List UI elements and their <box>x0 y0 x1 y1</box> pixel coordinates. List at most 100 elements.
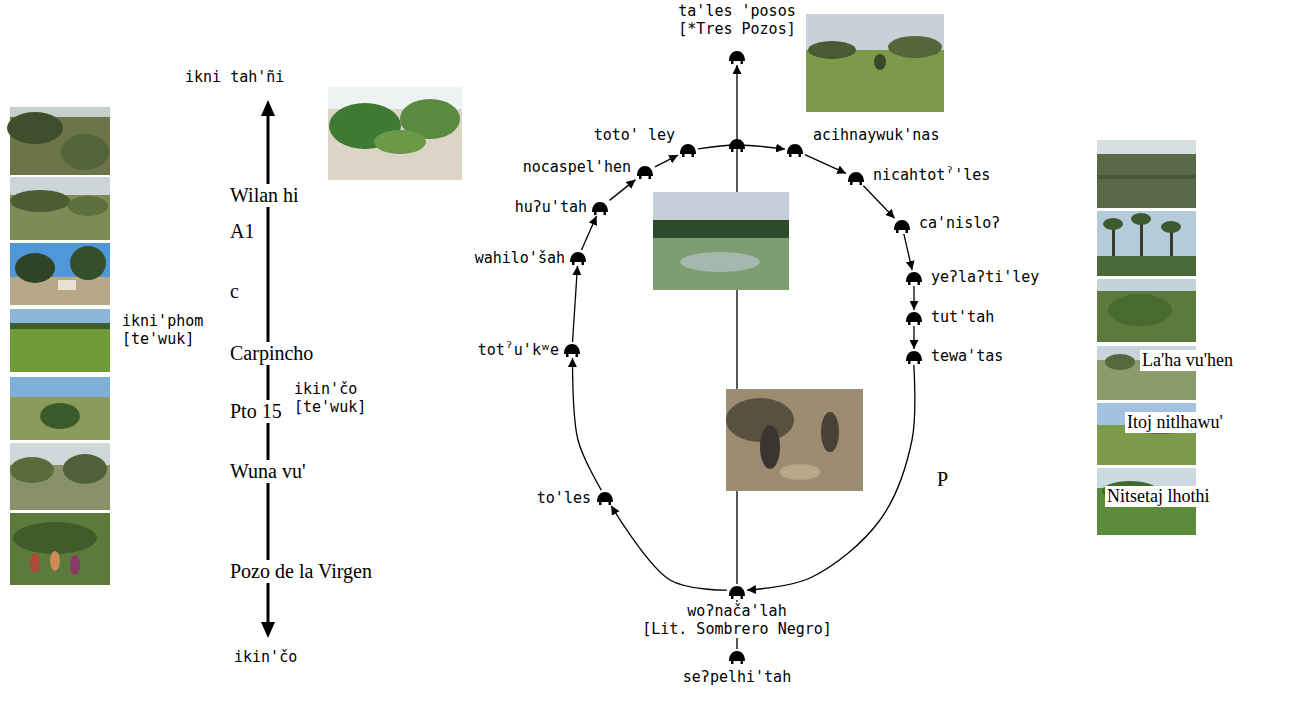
route-arrow <box>913 286 914 310</box>
photo-ground <box>10 309 110 372</box>
photo-tree <box>374 130 426 154</box>
camp-icon-shape <box>848 172 864 185</box>
photo-person <box>70 555 80 575</box>
camp-icon-shape <box>906 351 922 364</box>
photo-tree <box>888 36 942 58</box>
camp-icon <box>596 491 614 505</box>
place-label: ikin'čo [te'wuk] <box>292 380 374 416</box>
camp-icon <box>563 343 581 357</box>
camp-icon <box>679 143 697 157</box>
place-name: tewa'tas <box>930 347 1004 365</box>
camp-icon <box>905 271 923 285</box>
camp-icon <box>728 50 746 64</box>
photo-tree <box>10 457 54 483</box>
camp-icon <box>591 201 609 215</box>
place-label: ikin'čo <box>232 648 299 666</box>
photo <box>10 309 110 372</box>
camp-icon-shape <box>729 586 745 599</box>
camp-icon <box>847 171 865 185</box>
photo-tree <box>1131 213 1151 225</box>
photo-sky <box>653 192 789 222</box>
photo-ground <box>10 243 110 305</box>
place-name: nocaspel'hen <box>522 158 632 176</box>
place-label: Pto 15 <box>228 400 284 423</box>
place-label: ikni'phom [te'wuk] <box>120 312 211 348</box>
place-name: ca'nisloʔ <box>918 214 1001 232</box>
photo <box>1097 140 1196 208</box>
photo-tree <box>1105 354 1135 370</box>
photo <box>10 513 110 585</box>
photo-person <box>50 551 60 571</box>
photo-ground <box>10 513 110 585</box>
photo-sky <box>10 309 110 325</box>
place-name: huʔu'tah <box>514 198 588 216</box>
photo-ground <box>780 464 820 480</box>
place-name: ta'les 'posos <box>677 2 796 20</box>
photo-ground <box>806 14 944 112</box>
place-name: to'les <box>536 489 592 507</box>
axis-arrowhead <box>261 100 275 116</box>
place-name: yeʔlaʔti'ley <box>930 268 1040 286</box>
route-arrow <box>805 155 846 174</box>
photo-hut <box>58 280 76 290</box>
camp-node: acihnaywuk'nas <box>786 143 804 157</box>
route-arrow <box>655 155 678 167</box>
photo-tree <box>1097 175 1196 179</box>
photo-tree <box>15 253 55 283</box>
camp-icon-shape <box>680 144 696 157</box>
route-arrow <box>573 358 602 490</box>
photo-tree <box>61 134 109 170</box>
photo <box>10 443 110 510</box>
place-name: seʔpelhi'tah <box>682 668 792 686</box>
place-label: Carpincho <box>228 342 315 365</box>
photo-sky <box>1097 211 1196 276</box>
camp-icon-shape <box>906 272 922 285</box>
photo-tree <box>68 196 108 216</box>
photo-ground <box>1097 140 1196 208</box>
photo-tree <box>70 246 106 280</box>
photo-tree <box>10 190 70 212</box>
photo-tree <box>40 403 80 429</box>
camp-node: to'les <box>596 491 614 505</box>
photo <box>7 107 110 175</box>
camp-icon <box>569 251 587 265</box>
photo <box>10 377 110 440</box>
camp-icon-shape <box>787 144 803 157</box>
photo-ground <box>726 389 863 491</box>
place-name: [Lit. Sombrero Negro] <box>641 620 833 638</box>
place-name: [*Tres Pozos] <box>677 20 796 38</box>
place-name: nicahtotˀ'les <box>872 166 991 184</box>
route-arrow <box>611 506 727 590</box>
camp-node: totˀu'kʷe <box>563 343 581 357</box>
route-arrow <box>913 326 914 349</box>
photo <box>726 389 863 491</box>
route-arrow <box>573 266 578 342</box>
route-arrow <box>610 180 636 201</box>
photo <box>1097 279 1196 342</box>
photo-tree <box>726 398 794 442</box>
camp-icon <box>728 650 746 664</box>
route-arrow <box>581 216 596 250</box>
place-label: La'ha vu'hen <box>1140 350 1235 371</box>
photo <box>10 243 110 305</box>
photo-ground <box>10 177 110 240</box>
place-label: P <box>935 468 950 491</box>
photo-sky <box>1097 140 1196 154</box>
camp-icon <box>636 165 654 179</box>
photo-tree <box>13 522 97 554</box>
photo-tree <box>1103 218 1123 230</box>
photo-ground <box>10 377 110 440</box>
place-label: A1 <box>228 220 256 243</box>
photo-ground <box>1097 279 1196 342</box>
photo-tree <box>653 220 789 238</box>
place-name: woʔnača'lah <box>686 602 787 620</box>
camp-node: seʔpelhi'tah <box>728 650 746 664</box>
camp-node: yeʔlaʔti'ley <box>905 271 923 285</box>
camp-node: toto' ley <box>679 143 697 157</box>
camp-node: woʔnača'lah[Lit. Sombrero Negro] <box>728 585 746 599</box>
photo-sky <box>10 377 110 397</box>
place-name: wahilo'šah <box>474 249 566 267</box>
camp-node: ca'nisloʔ <box>893 219 911 233</box>
